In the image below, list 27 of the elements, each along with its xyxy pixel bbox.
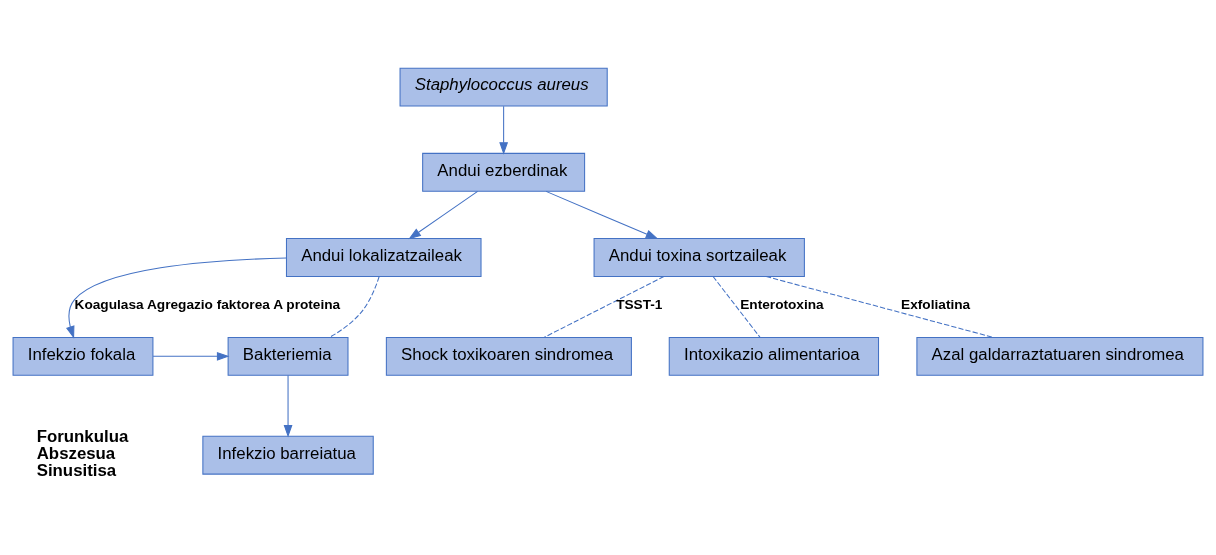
connector (712, 275, 761, 338)
edge-label: TSST-1 (616, 296, 663, 312)
node-label: Forunkulua (36, 426, 129, 446)
node-box: Intoxikazio alimentarioa (668, 336, 880, 376)
arrow (66, 257, 287, 339)
arrow (408, 190, 479, 239)
edge-label: Koagulasa Agregazio faktorea A proteina (74, 296, 341, 312)
node-box: Infekzio barreiatua (202, 435, 374, 475)
node-box: Bakteriemia (227, 336, 349, 376)
connector (543, 275, 665, 338)
connector (329, 275, 380, 338)
node-box: Andui lokalizatzaileak (285, 237, 482, 277)
node-box: Shock toxikoaren sindromea (385, 336, 632, 376)
edge-label: Exfoliatina (901, 296, 971, 312)
connector (765, 275, 994, 338)
node-box: Infekzio fokala (12, 336, 154, 376)
node-box: Andui ezberdinak (422, 152, 586, 192)
arrow (545, 190, 659, 239)
arrow (499, 105, 509, 155)
node-label: Sinusitisa (36, 460, 117, 480)
arrow (152, 351, 230, 361)
node-box: Azal galdarraztatuaren sindromea (916, 336, 1204, 376)
edge-label: Enterotoxina (740, 296, 824, 312)
node-box: Staphylococcus aureus (399, 67, 608, 107)
node-box: Andui toxina sortzaileak (593, 237, 805, 277)
arrow (283, 374, 293, 438)
node-label: Abszesua (36, 443, 116, 463)
